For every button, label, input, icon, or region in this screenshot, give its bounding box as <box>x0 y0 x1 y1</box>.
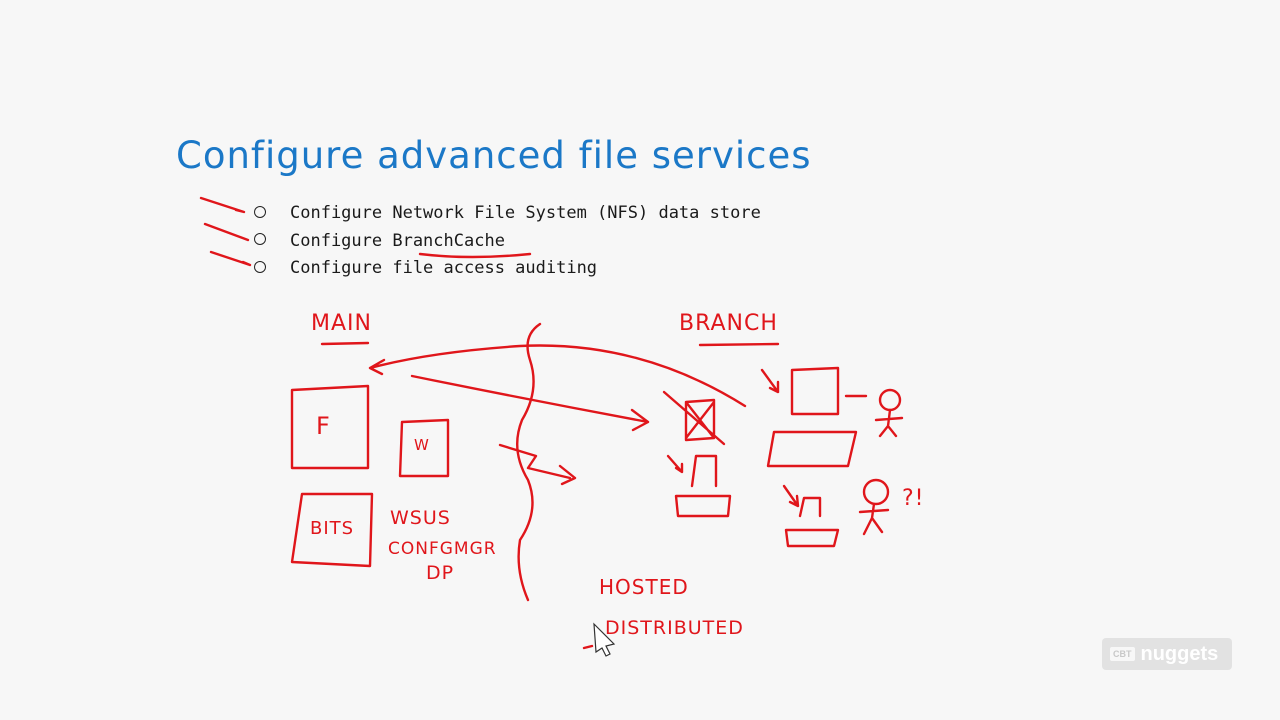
distributed-mode-label: DISTRIBUTED <box>605 617 744 639</box>
branch-pc-third <box>784 496 840 548</box>
bullet-check-mark <box>209 250 252 267</box>
server-w-box <box>398 418 450 478</box>
bullet-circle-icon <box>254 233 266 245</box>
branch-underline <box>698 342 780 347</box>
wan-boundary-line <box>516 322 542 602</box>
server-f-label: F <box>316 412 331 440</box>
arrow-to-pc-third <box>782 484 800 508</box>
dp-label: DP <box>426 562 455 584</box>
branch-site-label: BRANCH <box>679 311 778 336</box>
bullet-item: Configure Network File System (NFS) data… <box>254 200 761 228</box>
cbt-nuggets-logo: CBT nuggets <box>1102 638 1232 670</box>
configmgr-label: CONFGMGR <box>388 539 497 559</box>
user-figure-head <box>862 478 890 506</box>
main-underline <box>320 341 370 346</box>
bullet-item: Configure BranchCache <box>254 228 761 256</box>
user-figure-body <box>858 502 890 536</box>
logo-brand-text: nuggets <box>1140 642 1219 665</box>
bullet-text: Configure BranchCache <box>290 230 505 251</box>
server-f-box <box>290 384 370 470</box>
wan-link-symbol <box>498 443 577 486</box>
main-site-label: MAIN <box>311 311 372 336</box>
arrow-to-pc-large <box>760 368 780 394</box>
bullet-list: Configure Network File System (NFS) data… <box>254 200 761 283</box>
server-bits-box <box>290 492 374 568</box>
logo-cbt-text: CBT <box>1110 647 1135 661</box>
mouse-cursor-icon <box>593 622 616 657</box>
user-figure-body <box>874 408 904 438</box>
branch-server-crossed-box <box>662 390 726 446</box>
bullet-text: Configure Network File System (NFS) data… <box>290 203 761 223</box>
pen-scribble <box>582 644 594 650</box>
user-figure-head <box>878 388 902 412</box>
bullet-item: Configure file access auditing <box>254 255 761 283</box>
branchcache-underline <box>418 252 532 259</box>
arrow-branch-to-main <box>368 344 747 408</box>
branch-pc-small <box>674 454 732 518</box>
bullet-check-mark <box>199 196 246 214</box>
bits-label: BITS <box>310 518 355 539</box>
server-w-label: W <box>414 436 430 454</box>
arrow-main-to-branch <box>410 374 650 432</box>
user-exclaim-label: ?! <box>902 486 925 511</box>
bullet-check-mark <box>203 222 250 242</box>
bullet-text: Configure file access auditing <box>290 258 598 278</box>
hosted-mode-label: HOSTED <box>599 575 689 599</box>
wsus-label: WSUS <box>390 507 451 529</box>
arrow-to-pc-small <box>666 454 684 474</box>
slide-title: Configure advanced file services <box>176 134 812 177</box>
bullet-circle-icon <box>254 260 266 273</box>
bullet-circle-icon <box>254 205 266 218</box>
branch-pc-large <box>766 366 858 468</box>
